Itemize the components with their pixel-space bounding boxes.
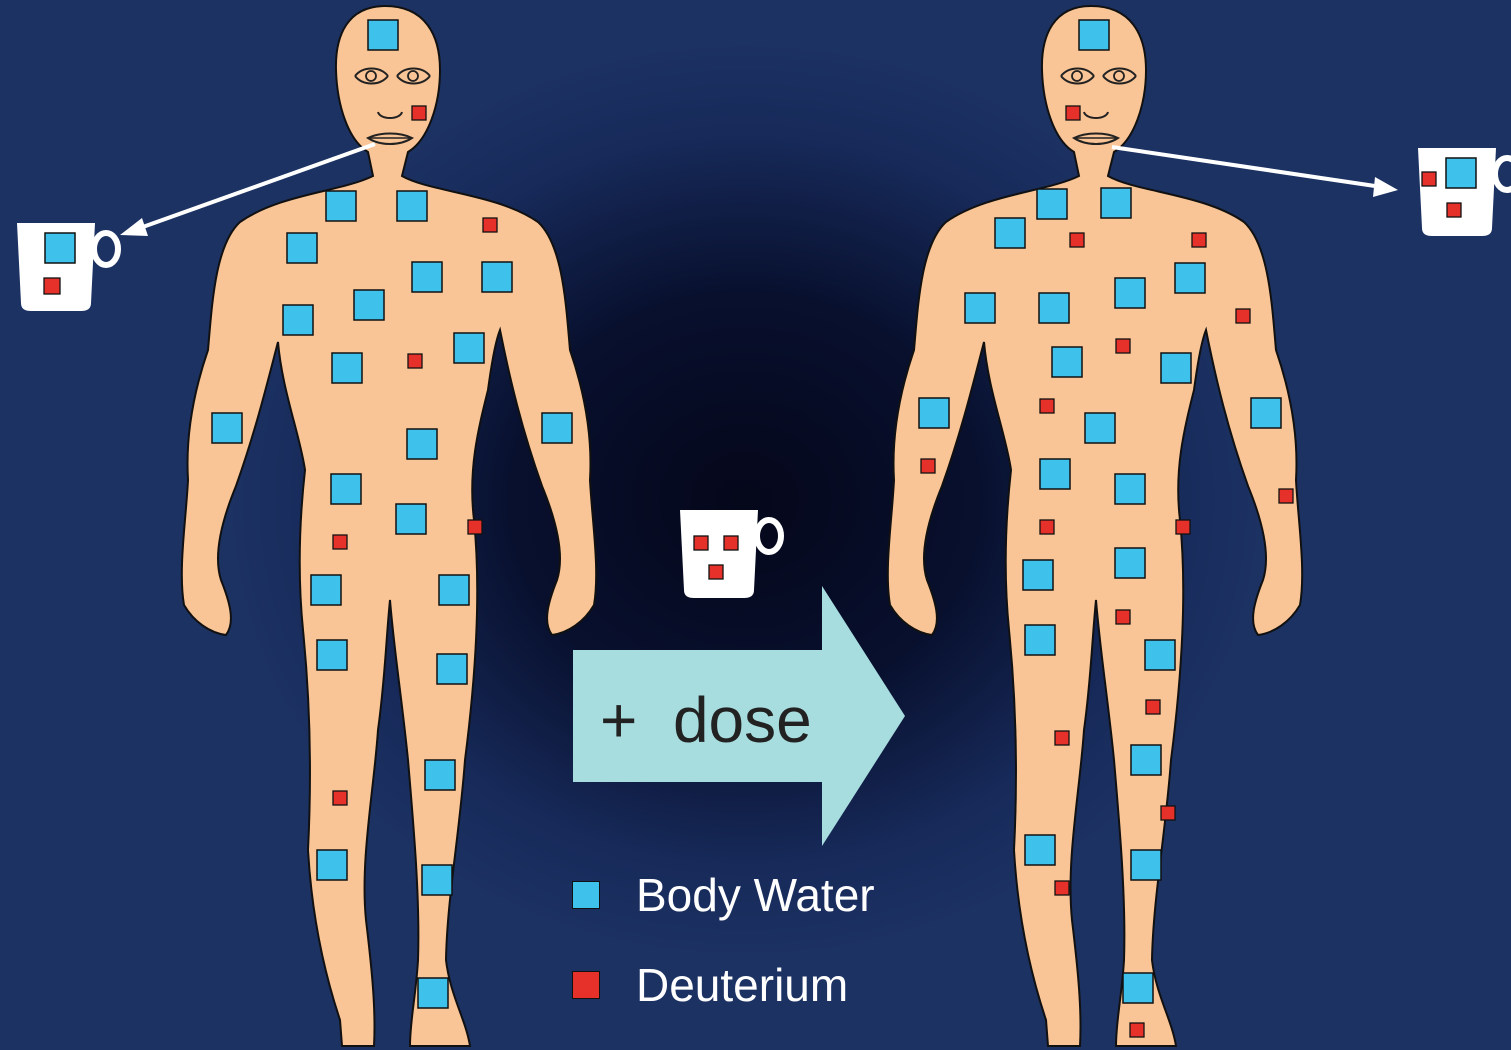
body-water-marker bbox=[317, 640, 347, 670]
body-water-marker bbox=[1025, 625, 1055, 655]
body-water-marker bbox=[1123, 973, 1153, 1003]
body-water-marker bbox=[1131, 850, 1161, 880]
body-water-marker bbox=[439, 575, 469, 605]
deuterium-marker bbox=[333, 791, 347, 805]
body-water-marker bbox=[354, 290, 384, 320]
body-water-marker bbox=[1023, 560, 1053, 590]
deuterium-marker bbox=[1055, 881, 1069, 895]
deuterium-marker bbox=[468, 520, 482, 534]
body-water-marker bbox=[287, 233, 317, 263]
deuterium-marker bbox=[1116, 610, 1130, 624]
cup-left-icon bbox=[17, 223, 118, 311]
body-water-marker bbox=[1040, 459, 1070, 489]
deuterium-marker bbox=[333, 535, 347, 549]
dose-cup-icon bbox=[680, 510, 781, 598]
dose-label: + dose bbox=[600, 680, 860, 760]
body-water-marker bbox=[1079, 20, 1109, 50]
legend-label-body-water: Body Water bbox=[636, 868, 875, 922]
body-water-marker bbox=[1115, 474, 1145, 504]
body-water-marker bbox=[1115, 548, 1145, 578]
body-water-marker bbox=[1101, 188, 1131, 218]
body-water-marker bbox=[1251, 398, 1281, 428]
deuterium-marker bbox=[1116, 339, 1130, 353]
legend-swatch-body-water bbox=[572, 881, 600, 909]
body-water-marker bbox=[326, 191, 356, 221]
cup-right-icon bbox=[1418, 148, 1511, 236]
body-water-marker bbox=[1161, 353, 1191, 383]
deuterium-marker bbox=[412, 106, 426, 120]
body-water-marker bbox=[425, 760, 455, 790]
deuterium-marker bbox=[1161, 806, 1175, 820]
body-water-marker bbox=[332, 353, 362, 383]
deuterium-marker bbox=[1146, 700, 1160, 714]
body-water-marker bbox=[1131, 745, 1161, 775]
body-water-marker bbox=[1175, 263, 1205, 293]
body-water-marker bbox=[317, 850, 347, 880]
legend-label-deuterium: Deuterium bbox=[636, 958, 848, 1012]
body-water-marker bbox=[396, 504, 426, 534]
body-outline-left bbox=[182, 6, 596, 1046]
legend-swatch-deuterium bbox=[572, 971, 600, 999]
body-water-marker bbox=[283, 305, 313, 335]
deuterium-marker bbox=[1040, 520, 1054, 534]
body-water-marker bbox=[542, 413, 572, 443]
body-water-marker bbox=[1039, 293, 1069, 323]
body-water-marker bbox=[965, 293, 995, 323]
deuterium-marker bbox=[1055, 731, 1069, 745]
deuterium-marker bbox=[1066, 106, 1080, 120]
deuterium-marker bbox=[1236, 309, 1250, 323]
deuterium-marker bbox=[1192, 233, 1206, 247]
deuterium-marker bbox=[483, 218, 497, 232]
deuterium-marker bbox=[1070, 233, 1084, 247]
body-outline-right bbox=[888, 6, 1302, 1046]
body-water-marker bbox=[1145, 640, 1175, 670]
body-water-marker bbox=[331, 474, 361, 504]
body-water-marker bbox=[1052, 347, 1082, 377]
sample-arrow-right bbox=[1112, 147, 1398, 197]
deuterium-marker bbox=[1040, 399, 1054, 413]
body-water-marker bbox=[1025, 835, 1055, 865]
deuterium-marker bbox=[1130, 1023, 1144, 1037]
body-water-marker bbox=[919, 398, 949, 428]
deuterium-marker bbox=[408, 354, 422, 368]
person-before bbox=[182, 6, 596, 1046]
body-water-marker bbox=[1115, 278, 1145, 308]
body-water-marker bbox=[397, 191, 427, 221]
body-water-marker bbox=[407, 429, 437, 459]
body-water-marker bbox=[368, 20, 398, 50]
body-water-marker bbox=[422, 865, 452, 895]
body-water-marker bbox=[1085, 413, 1115, 443]
body-water-marker bbox=[1037, 189, 1067, 219]
deuterium-marker bbox=[921, 459, 935, 473]
body-water-marker bbox=[437, 654, 467, 684]
body-water-marker bbox=[454, 333, 484, 363]
deuterium-marker bbox=[1279, 489, 1293, 503]
deuterium-marker bbox=[1176, 520, 1190, 534]
body-water-marker bbox=[482, 262, 512, 292]
person-after bbox=[888, 6, 1302, 1046]
legend-item-deuterium: Deuterium bbox=[572, 960, 848, 1010]
body-water-marker bbox=[212, 413, 242, 443]
body-water-marker bbox=[995, 218, 1025, 248]
body-water-marker bbox=[311, 575, 341, 605]
legend-item-body-water: Body Water bbox=[572, 870, 875, 920]
body-water-marker bbox=[412, 262, 442, 292]
body-water-marker bbox=[418, 978, 448, 1008]
